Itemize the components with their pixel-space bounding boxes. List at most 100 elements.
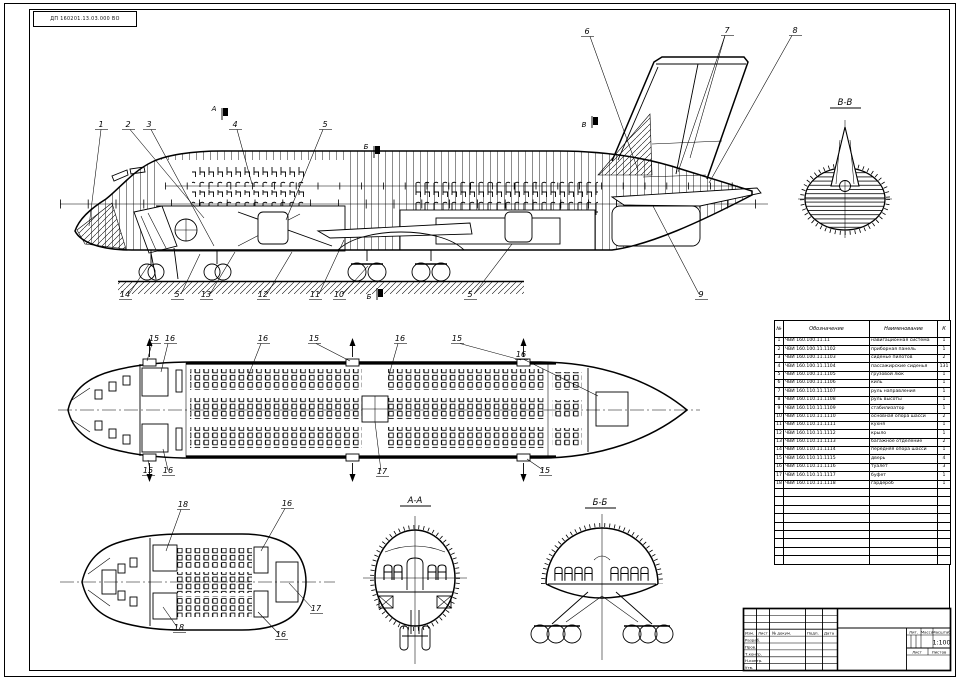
callout: 5 <box>174 290 179 299</box>
callout: 15 <box>309 334 319 343</box>
tb-utv: Утв. <box>745 665 753 670</box>
plan-cockpit <box>71 364 141 456</box>
callout: 14 <box>120 290 130 299</box>
tb-lit: Лит. <box>909 630 918 635</box>
front-left-block <box>141 367 169 397</box>
table-row-empty <box>774 513 951 523</box>
horizontal-stabilizer <box>610 187 762 207</box>
table-row-empty <box>774 529 951 540</box>
side-seats-front-lower <box>192 190 304 210</box>
section-label-vv: В-В <box>838 98 853 108</box>
plan-seats-rear-left <box>388 369 546 390</box>
tb-list2: Лист <box>912 650 923 655</box>
callout: 13 <box>201 290 211 299</box>
cockpit-window <box>111 169 129 182</box>
plan-view-callouts: 15 16 16 15 16 15 16 15 16 17 15 <box>142 334 599 477</box>
nose-seats-left <box>176 548 252 569</box>
section-marker-v: В <box>582 121 587 129</box>
fuselage-outline <box>74 150 753 251</box>
section-view-bb: Б-Б <box>530 498 674 660</box>
plan-fuselage-outline <box>67 361 689 459</box>
callout: 10 <box>334 290 344 299</box>
section-marker-b-top: Б <box>364 143 369 151</box>
nose-wardrobe-right <box>152 592 178 620</box>
table-row-empty <box>774 555 951 565</box>
callout: 15 <box>149 334 159 343</box>
parts-table-header: № Обозначение Наименование К <box>774 320 951 338</box>
nose-wardrobe-left <box>152 544 178 572</box>
ground-hatch <box>118 282 524 294</box>
callout: 7 <box>724 26 730 35</box>
tb-tkontr: Т.контр. <box>744 651 762 656</box>
vv-fin-section <box>830 126 860 187</box>
tb-data: Дата <box>824 631 835 636</box>
aircraft-side-view <box>60 56 768 294</box>
sheet-outer-border <box>4 3 956 677</box>
plan-seats-front-center <box>190 398 362 419</box>
wing-edge <box>316 222 473 239</box>
callout: 9 <box>698 290 703 299</box>
table-row-empty <box>774 496 951 506</box>
tb-doc: № докум. <box>772 631 791 636</box>
callout: 16 <box>165 334 175 343</box>
bb-main-gear <box>530 591 674 644</box>
main-landing-gear <box>347 250 451 282</box>
cargo-door-front <box>257 211 289 245</box>
tb-prov: Пров. <box>745 644 756 649</box>
fin-root-fairing <box>597 113 653 176</box>
tb-nkontr: Н.контр. <box>745 658 762 663</box>
nose-buffet-unit <box>275 561 299 603</box>
tail-compartment-block <box>595 391 629 427</box>
table-row-empty <box>774 488 951 498</box>
section-marker-a: А <box>211 105 217 113</box>
callout: 17 <box>311 604 322 613</box>
callout: 12 <box>258 290 268 299</box>
tb-razrab: Разраб. <box>745 638 760 643</box>
plan-seats-tail-center <box>552 400 582 418</box>
col-designation: Обозначение <box>783 320 870 338</box>
section-label-aa: А-А <box>407 496 423 506</box>
callout: 6 <box>584 27 589 36</box>
nose-lavatory-right <box>253 590 269 618</box>
tb-list: Лист <box>758 631 769 636</box>
col-name: Наименование <box>869 320 938 338</box>
section-view-aa: А-А <box>363 496 467 664</box>
col-qty: К <box>937 320 951 338</box>
callout: 1 <box>98 120 103 129</box>
callout: 15 <box>540 466 550 475</box>
callout: 11 <box>310 290 320 299</box>
plan-seats-rear-center <box>388 398 546 419</box>
tb-massa: Масса <box>921 630 934 635</box>
drawing-designation-stamp: ДП 160201.13.03.000 ВО <box>33 11 137 27</box>
tb-izm: Изм. <box>745 631 754 636</box>
vertical-tail <box>597 56 749 180</box>
callout: 16 <box>282 499 292 508</box>
title-block: Изм. Лист № докум. Подп. Дата Разраб. Пр… <box>742 607 952 672</box>
nose-seats-center <box>176 572 252 593</box>
nose-seats-right <box>176 596 252 617</box>
table-row-empty <box>774 538 951 548</box>
side-view-callouts: 1 2 3 4 5 6 7 8 9 14 5 13 12 11 10 5 <box>88 26 802 300</box>
plan-seats-front-left <box>190 369 362 390</box>
tb-podp: Подп. <box>807 631 819 636</box>
